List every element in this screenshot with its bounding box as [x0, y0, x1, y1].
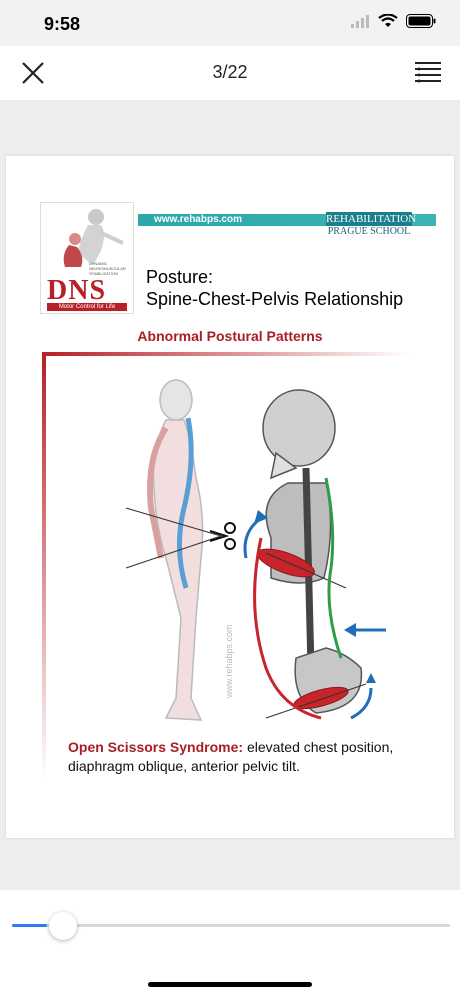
- slide-subtitle: Abnormal Postural Patterns: [137, 328, 323, 344]
- page-slider-thumb[interactable]: [49, 912, 78, 940]
- status-icons: [350, 14, 436, 28]
- slide-caption: Open Scissors Syndrome: elevated chest p…: [68, 739, 394, 774]
- wifi-icon: [378, 14, 398, 27]
- spine-line: [177, 417, 194, 589]
- status-bar: 9:58: [0, 0, 460, 46]
- anterior-chain-line: [253, 537, 322, 720]
- signal-icon: [351, 15, 369, 28]
- logo-tagline: Motor Control for Life: [47, 303, 127, 311]
- logo-small-text: DYNAMIC NEUROMUSCULAR STABILIZATION: [89, 261, 126, 276]
- slide-title: Posture: Spine-Chest-Pelvis Relationship: [146, 267, 404, 309]
- logo-figure-icon: [63, 209, 124, 267]
- posterior-chain-line: [324, 477, 343, 659]
- frame-top: [42, 352, 412, 356]
- arrow-icon: [350, 687, 373, 720]
- posture-illustration: www.rehabps.com: [125, 379, 386, 721]
- table-of-contents-icon[interactable]: [414, 60, 442, 86]
- website-url: www.rehabps.com: [154, 214, 242, 225]
- logo-text: DNS: [47, 275, 107, 306]
- document-viewer[interactable]: www.rehabps.com REHABILITATION PRAGUE SC…: [0, 100, 460, 890]
- slide-page: www.rehabps.com REHABILITATION PRAGUE SC…: [6, 156, 454, 838]
- clock: 9:58: [44, 14, 81, 34]
- page-indicator: 3/22: [212, 62, 248, 82]
- body-figure: [147, 379, 204, 721]
- dns-logo: DYNAMIC NEUROMUSCULAR STABILIZATION DNS …: [40, 202, 134, 314]
- watermark: www.rehabps.com: [224, 624, 234, 699]
- scissors-icon: [209, 522, 236, 550]
- frame-left: [42, 352, 46, 782]
- brand-logo: REHABILITATION PRAGUE SCHOOL: [326, 212, 417, 237]
- battery-icon: [406, 14, 436, 28]
- toolbar: 3/22: [0, 46, 460, 100]
- home-indicator: [148, 982, 312, 987]
- page-slider-fill: [12, 924, 48, 927]
- page-slider[interactable]: [12, 924, 450, 927]
- bottom-bar: [0, 890, 460, 996]
- close-icon[interactable]: [20, 60, 46, 86]
